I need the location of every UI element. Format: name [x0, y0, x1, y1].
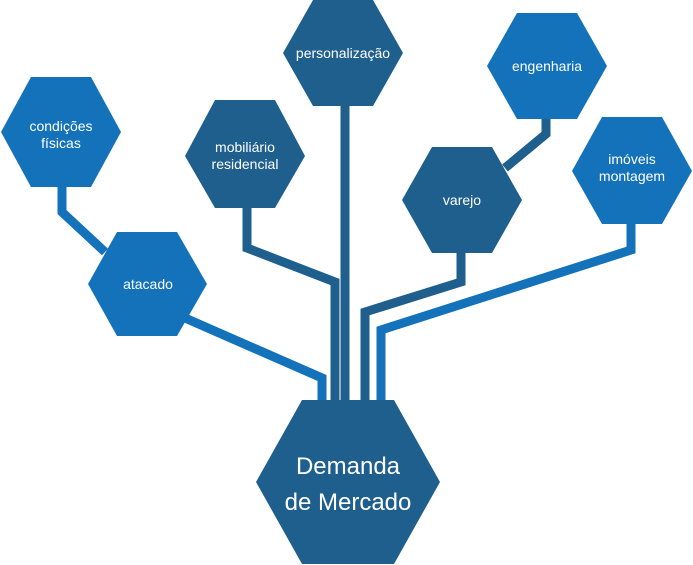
connector-mobiliario-center — [242, 200, 340, 405]
hex-center-demanda — [256, 400, 440, 564]
hex-mobiliario-residencial — [185, 100, 305, 208]
label-mobiliario-line2: residencial — [212, 156, 279, 172]
label-imoveis-line1: imóveis — [608, 151, 655, 167]
connector-engenharia-varejo — [502, 118, 551, 172]
label-imoveis-line2: montagem — [599, 168, 665, 184]
label-personalizacao: personalização — [296, 45, 390, 61]
hex-personalizacao — [283, 0, 403, 106]
connector-condicoes-atacado — [57, 175, 109, 256]
hex-atacado — [88, 232, 207, 336]
connector-imoveis-center — [376, 220, 636, 405]
label-engenharia: engenharia — [512, 58, 582, 74]
label-center-line1: Demanda — [296, 453, 401, 480]
label-condicoes-line2: físicas — [41, 135, 81, 151]
label-center-line2: de Mercado — [285, 489, 412, 516]
connector-varejo-center — [360, 250, 466, 405]
hex-varejo — [402, 147, 522, 253]
label-varejo: varejo — [443, 192, 481, 208]
hex-engenharia — [487, 13, 607, 119]
hex-imoveis-montagem — [572, 117, 692, 224]
hex-condicoes-fisicas — [1, 77, 121, 187]
label-atacado: atacado — [123, 276, 173, 292]
label-condicoes-line1: condições — [29, 118, 92, 134]
label-mobiliario-line1: mobiliário — [215, 139, 275, 155]
connector-atacado-center — [183, 313, 327, 405]
